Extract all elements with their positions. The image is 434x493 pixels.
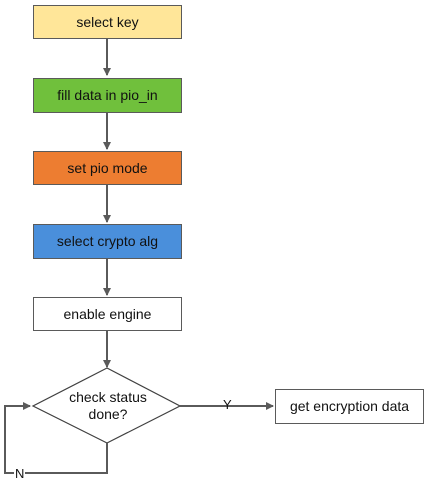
loop-no-path <box>4 402 108 474</box>
enable-engine-label: enable engine <box>63 305 152 322</box>
get-encryption-box: get encryption data <box>275 389 424 424</box>
check-status-text: check status done? <box>33 376 183 436</box>
select-crypto-box: select crypto alg <box>33 224 182 259</box>
check-status-line2: done? <box>88 406 128 422</box>
fill-data-box: fill data in pio_in <box>33 78 182 113</box>
select-key-label: select key <box>76 13 139 30</box>
enable-engine-box: enable engine <box>33 297 182 331</box>
yes-edge-label: Y <box>223 397 232 412</box>
set-pio-mode-box: set pio mode <box>33 151 182 185</box>
check-status-line1: check status <box>69 389 147 406</box>
set-pio-mode-label: set pio mode <box>67 159 148 176</box>
get-encryption-label: get encryption data <box>289 398 410 415</box>
select-crypto-label: select crypto alg <box>56 233 159 250</box>
no-edge-label: N <box>14 466 26 481</box>
fill-data-label: fill data in pio_in <box>57 87 158 104</box>
select-key-box: select key <box>33 5 182 39</box>
